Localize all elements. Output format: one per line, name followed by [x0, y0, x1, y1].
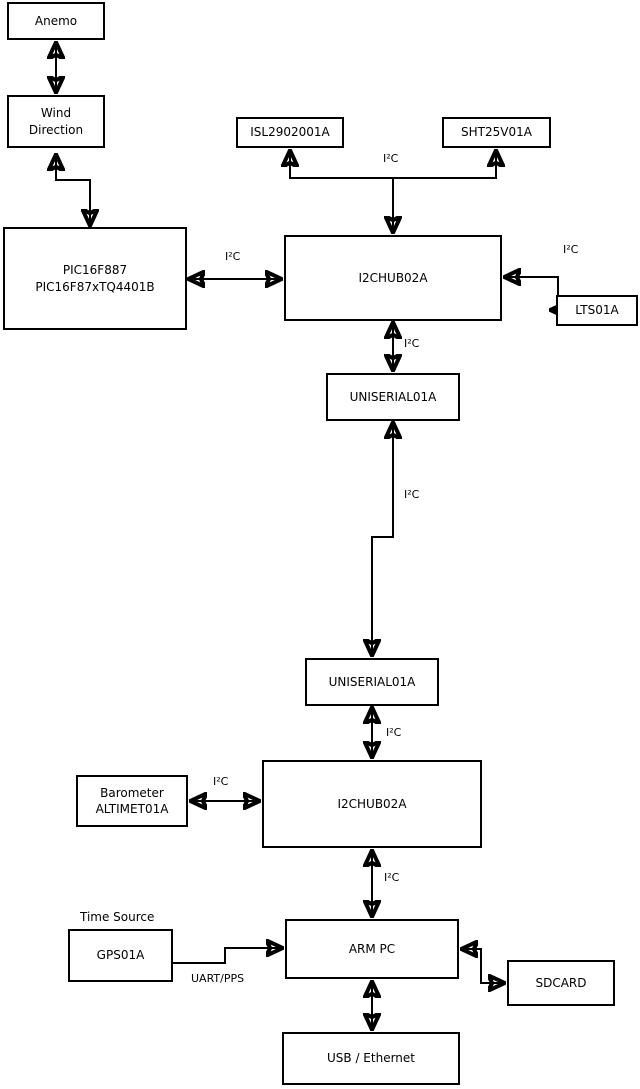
- node-sdcard-label: SDCARD: [535, 975, 587, 990]
- node-arm-pc-label: ARM PC: [348, 941, 396, 956]
- node-sht25v01a-label: SHT25V01A: [461, 125, 532, 140]
- node-usb-ethernet[interactable]: USB / Ethernet: [282, 1032, 460, 1085]
- edge-label-i2c-uniserial-hub2: I²C: [386, 726, 402, 739]
- edge-label-i2c-hub2-armpc: I²C: [384, 871, 400, 884]
- edge-label-i2c-baro-hub2: I²C: [213, 775, 229, 788]
- node-uniserial01a-bottom-label: UNISERIAL01A: [328, 674, 416, 689]
- wire-lts-hub: [506, 277, 559, 310]
- label-time-source: Time Source: [80, 910, 155, 924]
- wire-sdcard-armpc: [463, 949, 482, 983]
- node-anemo[interactable]: Anemo: [7, 2, 105, 40]
- wire-uniserial-link-down: [372, 424, 394, 654]
- node-uniserial01a-top[interactable]: UNISERIAL01A: [326, 373, 460, 421]
- node-barometer-altimet01a[interactable]: Barometer ALTIMET01A: [76, 775, 188, 827]
- edge-label-i2c-pic-hub: I²C: [225, 250, 241, 263]
- node-i2chub02a-bottom-label: I2CHUB02A: [337, 796, 407, 811]
- wire-wind-pic: [55, 156, 90, 224]
- node-pic-mcu-label: PIC16F887 PIC16F87xTQ4401B: [35, 263, 155, 294]
- edge-label-i2c-uniserial-link: I²C: [404, 488, 420, 501]
- node-wind-direction[interactable]: Wind Direction: [7, 95, 105, 148]
- node-isl2902001a[interactable]: ISL2902001A: [236, 117, 344, 148]
- wire-hub-lts: [506, 276, 558, 310]
- edge-label-i2c-hub-lts: I²C: [563, 243, 579, 256]
- node-gps01a[interactable]: GPS01A: [68, 929, 173, 982]
- node-gps01a-label: GPS01A: [96, 948, 145, 963]
- node-uniserial01a-bottom[interactable]: UNISERIAL01A: [305, 658, 439, 706]
- node-i2chub02a-top-label: I2CHUB02A: [358, 270, 428, 285]
- node-sht25v01a[interactable]: SHT25V01A: [442, 117, 551, 148]
- node-barometer-altimet01a-label: Barometer ALTIMET01A: [95, 785, 169, 816]
- node-wind-direction-label: Wind Direction: [28, 106, 84, 137]
- node-arm-pc[interactable]: ARM PC: [285, 919, 459, 979]
- edge-label-i2c-hub-sensors: I²C: [383, 152, 399, 165]
- edge-label-uart-pps: UART/PPS: [191, 972, 245, 985]
- node-usb-ethernet-label: USB / Ethernet: [327, 1051, 415, 1066]
- node-lts01a[interactable]: LTS01A: [556, 295, 638, 326]
- node-anemo-label: Anemo: [34, 13, 78, 28]
- wire-uniserial-link-up: [371, 424, 393, 654]
- node-lts01a-label: LTS01A: [575, 303, 619, 318]
- node-pic-mcu[interactable]: PIC16F887 PIC16F87xTQ4401B: [3, 227, 187, 330]
- node-sdcard[interactable]: SDCARD: [507, 960, 615, 1006]
- wire-hub-isl: [290, 152, 394, 231]
- node-uniserial01a-top-label: UNISERIAL01A: [349, 389, 437, 404]
- edge-label-i2c-hub-uniserial: I²C: [404, 337, 420, 350]
- wire-pic-wind: [56, 156, 91, 224]
- node-i2chub02a-bottom[interactable]: I2CHUB02A: [262, 760, 482, 848]
- wire-armpc-sdcard: [463, 948, 503, 983]
- node-isl2902001a-label: ISL2902001A: [250, 125, 330, 140]
- wire-gps-armpc: [173, 948, 281, 964]
- node-i2chub02a-top[interactable]: I2CHUB02A: [284, 235, 502, 321]
- wire-hub-sht: [392, 152, 496, 231]
